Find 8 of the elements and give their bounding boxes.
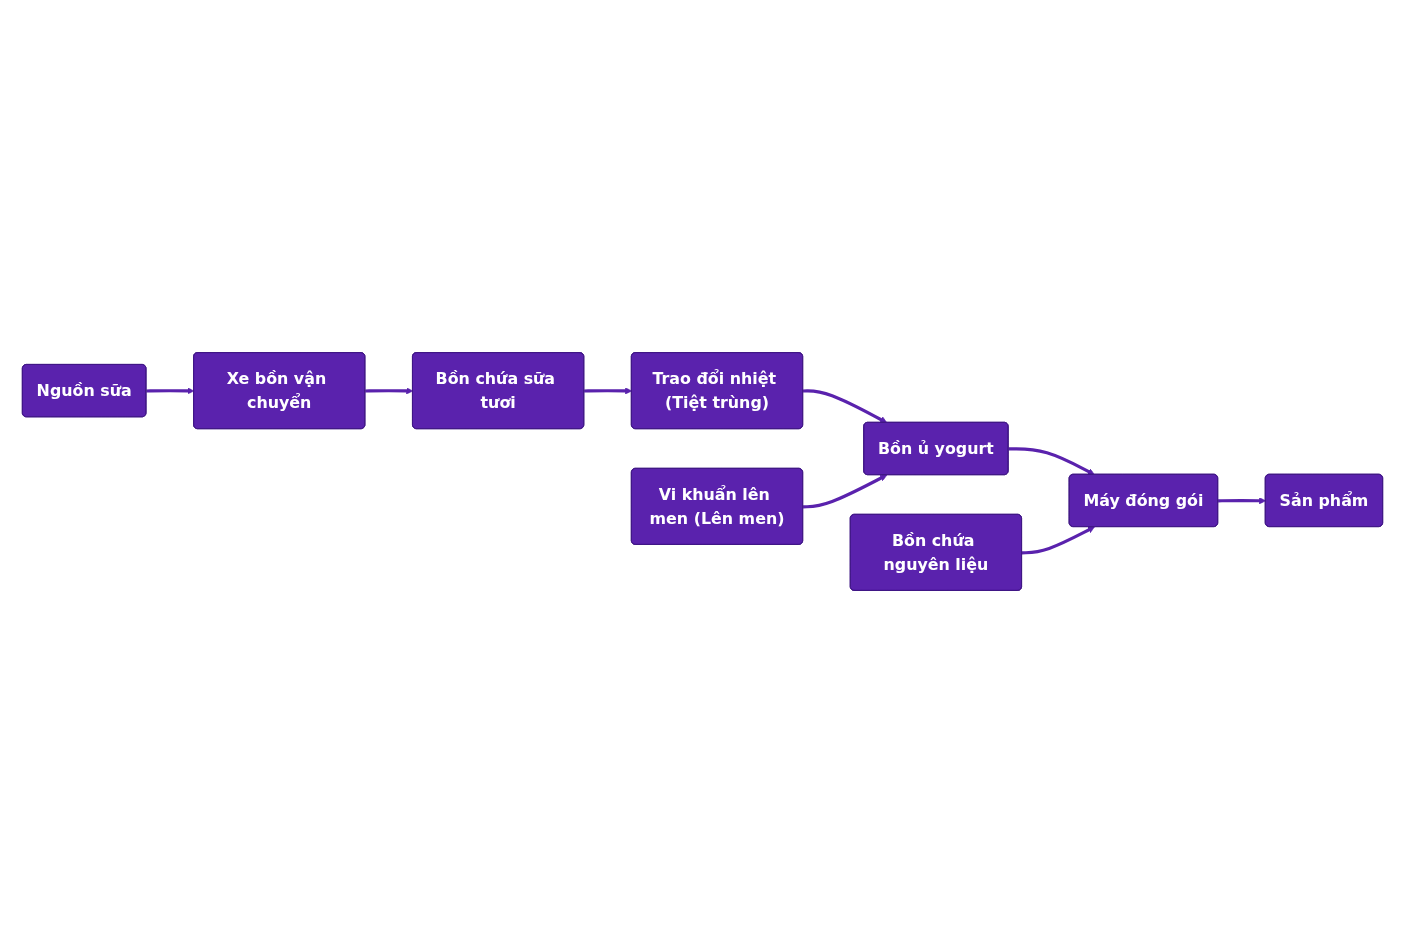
- arrow: [365, 387, 414, 395]
- arrow: [584, 387, 633, 395]
- arrow: [803, 474, 888, 509]
- arrow: [1021, 526, 1095, 555]
- arrow: [1008, 447, 1095, 475]
- arrow: [1218, 497, 1266, 505]
- arrow: [146, 387, 195, 395]
- arrow: [803, 389, 888, 424]
